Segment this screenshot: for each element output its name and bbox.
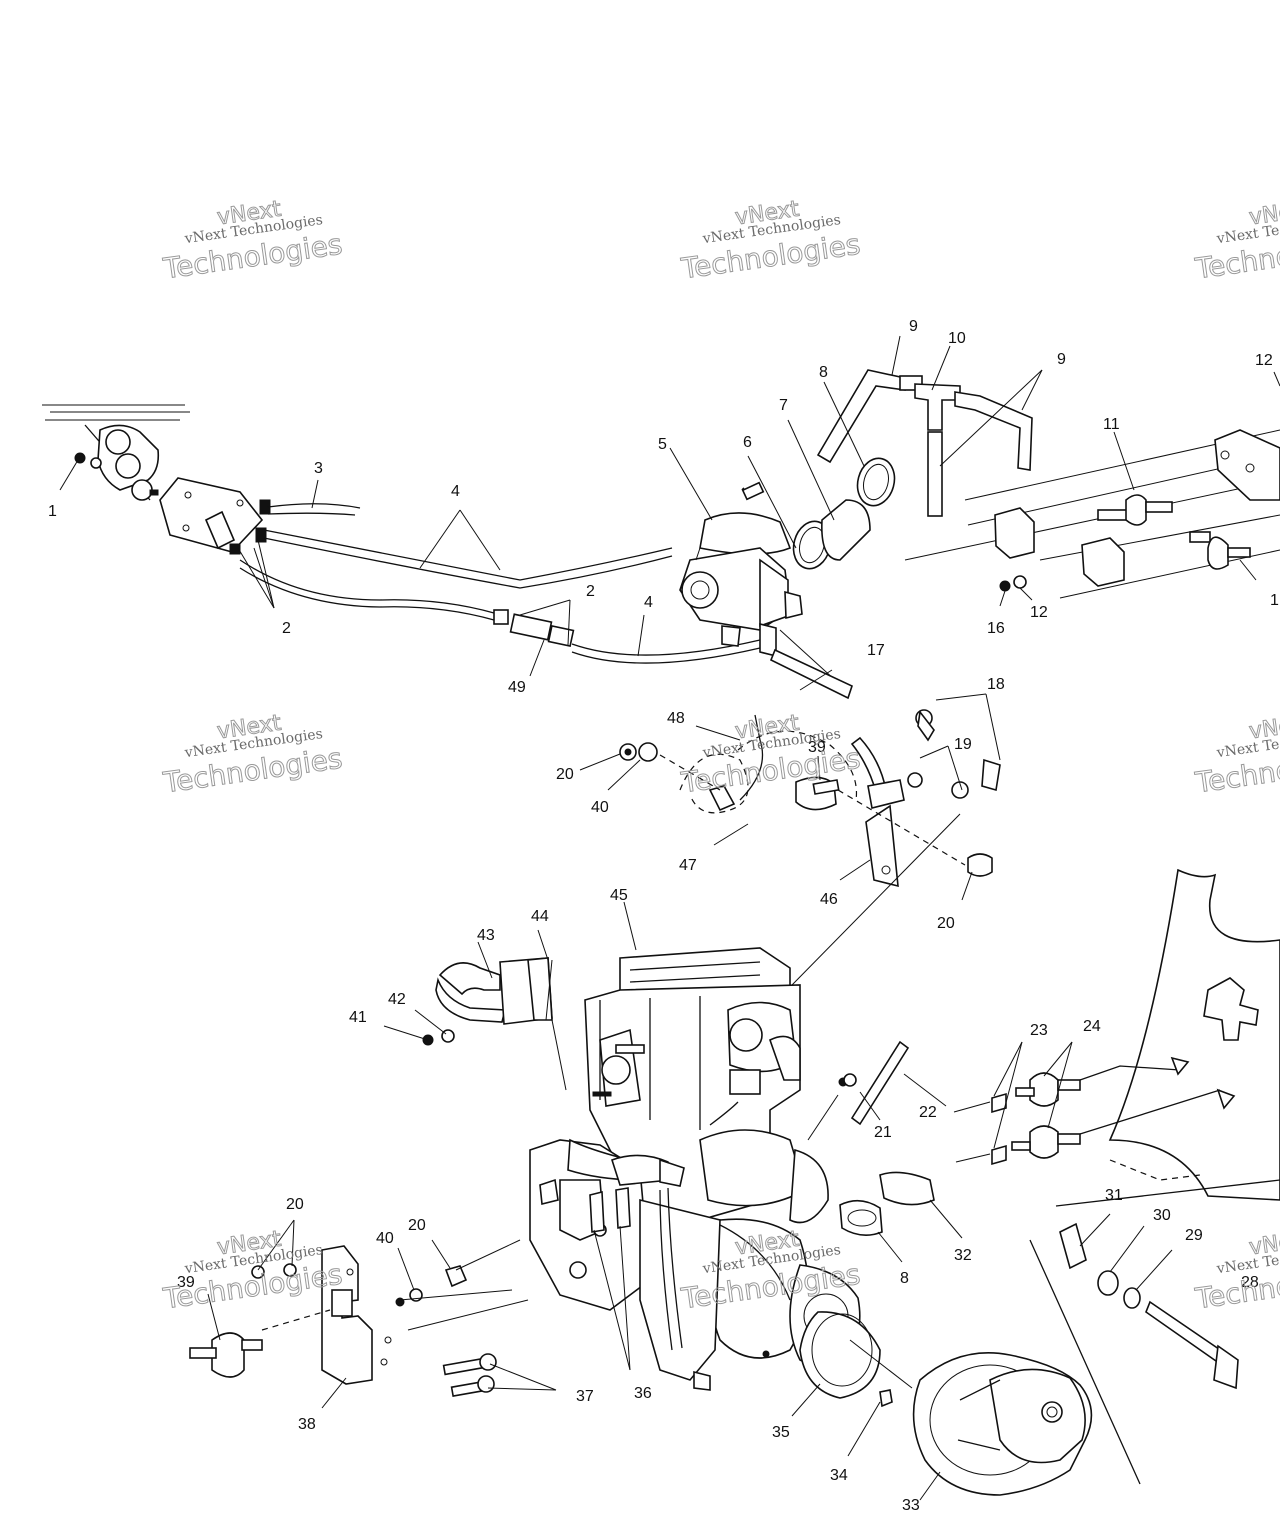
callout-28: 28	[1241, 1274, 1259, 1291]
intake-boots	[792, 457, 896, 570]
watermark-6: vNext vNext Technologies Technologies	[1192, 710, 1280, 800]
callout-34: 34	[830, 1467, 848, 1484]
callout-20: 20	[556, 766, 574, 783]
callout-20: 20	[408, 1217, 426, 1234]
engine-block	[529, 947, 829, 1391]
callout-2: 2	[586, 583, 595, 600]
callout-labels: 1 2 2 3 4 4 5 6 7 8 8 9 9 10 11 12 12 1 …	[48, 318, 1279, 1514]
drive-clutch	[912, 1352, 1093, 1496]
callout-44: 44	[531, 908, 549, 925]
callout-4: 4	[644, 594, 653, 611]
callout-40: 40	[591, 799, 609, 816]
callout-17: 17	[867, 642, 885, 659]
watermark-4: vNext vNext Technologies Technologies	[160, 710, 345, 800]
intake-elbow	[383, 957, 553, 1046]
callout-47: 47	[679, 857, 697, 874]
callout-37: 37	[576, 1388, 594, 1405]
callout-42: 42	[388, 991, 406, 1008]
callout-1-partial: 1	[1270, 592, 1279, 609]
callout-18: 18	[987, 676, 1005, 693]
callout-7: 7	[779, 397, 788, 414]
watermark-7: vNext vNext Technologies Technologies	[160, 1226, 345, 1316]
callout-43: 43	[477, 927, 495, 944]
callout-8: 8	[819, 364, 828, 381]
callout-3: 3	[314, 460, 323, 477]
callout-48: 48	[667, 710, 685, 727]
callout-33: 33	[902, 1497, 920, 1514]
callout-40: 40	[376, 1230, 394, 1247]
callout-49: 49	[508, 679, 526, 696]
callout-29: 29	[1185, 1227, 1203, 1244]
rear-mount-and-frame	[799, 868, 1280, 1485]
callout-35: 35	[772, 1424, 790, 1441]
watermark-3: vNext vNext Technologies Technologies	[1192, 196, 1280, 286]
fuel-pump-assembly	[42, 404, 271, 555]
callout-32: 32	[954, 1247, 972, 1264]
callout-23: 23	[1030, 1022, 1048, 1039]
callout-31: 31	[1105, 1187, 1123, 1204]
callout-21: 21	[874, 1124, 892, 1141]
engine-mount-bracket-upper	[904, 429, 1280, 599]
leader-lines	[59, 335, 1280, 1501]
callout-36: 36	[634, 1385, 652, 1402]
callout-10: 10	[948, 330, 966, 347]
callout-22: 22	[919, 1104, 937, 1121]
fuel-lines	[239, 503, 761, 664]
callout-2: 2	[282, 620, 291, 637]
watermark-1: vNext vNext Technologies Technologies	[160, 196, 345, 286]
callout-38: 38	[298, 1416, 316, 1433]
callout-6: 6	[743, 434, 752, 451]
callout-12: 12	[1030, 604, 1048, 621]
ignition-coil-mount	[619, 481, 1001, 888]
callout-20: 20	[286, 1196, 304, 1213]
carburetor	[679, 512, 803, 658]
callout-46: 46	[820, 891, 838, 908]
callout-4: 4	[451, 483, 460, 500]
callout-39: 39	[177, 1274, 195, 1291]
callout-9: 9	[909, 318, 918, 335]
callout-9: 9	[1057, 351, 1066, 368]
callout-1: 1	[48, 503, 57, 520]
callout-24: 24	[1083, 1018, 1101, 1035]
watermark-2: vNext vNext Technologies Technologies	[678, 196, 863, 286]
callout-30: 30	[1153, 1207, 1171, 1224]
callout-41: 41	[349, 1009, 367, 1026]
callout-39: 39	[808, 739, 826, 756]
callout-20: 20	[937, 915, 955, 932]
callout-12: 12	[1255, 352, 1273, 369]
callout-16: 16	[987, 620, 1005, 637]
callout-11: 11	[1103, 416, 1120, 433]
callout-8: 8	[900, 1270, 909, 1287]
callout-5: 5	[658, 436, 667, 453]
callout-19: 19	[954, 736, 972, 753]
vent-tubes	[769, 369, 1033, 700]
callout-45: 45	[610, 887, 628, 904]
motor-mount-plate	[189, 1239, 529, 1397]
